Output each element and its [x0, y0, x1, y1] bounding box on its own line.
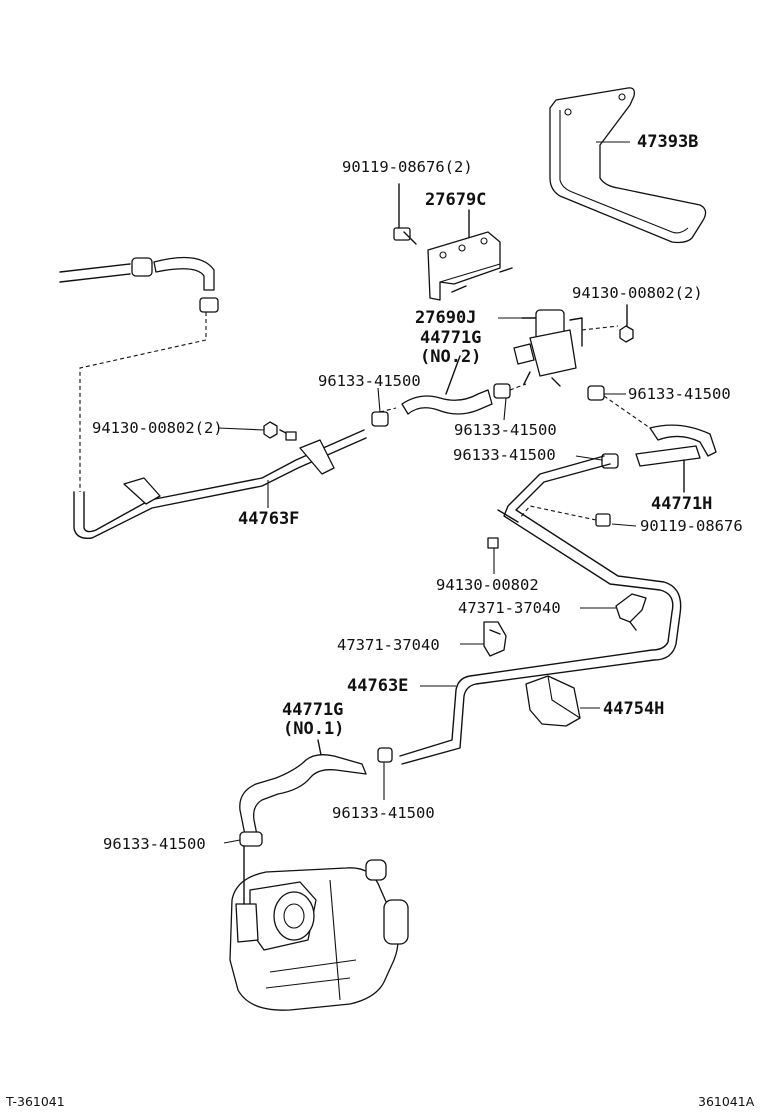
- valve-27690J: [513, 309, 619, 387]
- label-94130-00802-2-left: 94130-00802(2): [92, 419, 223, 437]
- label-44754H: 44754H: [603, 699, 665, 719]
- label-44771G-no2-sub: (NO.2): [420, 347, 482, 367]
- bolt-90119-08676-right: [519, 505, 611, 527]
- label-27679C: 27679C: [425, 190, 487, 210]
- clamp-47371-37040-left: [483, 621, 507, 657]
- label-47393B: 47393B: [637, 132, 699, 152]
- hose-44771G-no1: [239, 739, 393, 847]
- label-94130-00802-2-right: 94130-00802(2): [572, 284, 703, 302]
- label-96133-41500-f: 96133-41500: [103, 835, 206, 853]
- pipe-44763E: [399, 455, 682, 765]
- label-96133-41500-b: 96133-41500: [628, 385, 731, 403]
- label-44771G-no2: 44771G: [420, 328, 482, 348]
- footer-right-code: 361041A: [698, 1094, 755, 1109]
- label-27690J: 27690J: [415, 308, 477, 328]
- label-90119-08676-2: 90119-08676(2): [342, 158, 473, 176]
- label-90119-08676: 90119-08676: [640, 517, 743, 535]
- pipe-44763F: [73, 421, 367, 539]
- nut-94130-00802-right: [619, 304, 634, 343]
- footer-left-code: T-361041: [6, 1094, 65, 1109]
- leader-lines: [217, 141, 637, 844]
- label-96133-41500-c: 96133-41500: [454, 421, 557, 439]
- label-96133-41500-e: 96133-41500: [332, 804, 435, 822]
- hose-44771H: [587, 385, 717, 493]
- hose-left-upper: [59, 256, 219, 492]
- label-44771G-no1: 44771G: [282, 700, 344, 720]
- label-44763F: 44763F: [238, 509, 300, 529]
- label-47371-37040-b: 47371-37040: [337, 636, 440, 654]
- pump-assembly: [229, 845, 409, 1011]
- bolt-90119-08676-top: [393, 183, 417, 245]
- bracket-27679C: [427, 209, 513, 301]
- hose-44771G-no2: [371, 355, 527, 427]
- label-94130-00802: 94130-00802: [436, 576, 539, 594]
- label-47371-37040-a: 47371-37040: [458, 599, 561, 617]
- label-44771H: 44771H: [651, 494, 713, 514]
- label-44771G-no1-sub: (NO.1): [283, 719, 345, 739]
- label-96133-41500-d: 96133-41500: [453, 446, 556, 464]
- label-96133-41500-a: 96133-41500: [318, 372, 421, 390]
- label-44763E: 44763E: [347, 676, 409, 696]
- clamp-47371-37040-right: [615, 593, 647, 631]
- bracket-44754H: [525, 675, 581, 727]
- bracket-47393B: [549, 87, 707, 244]
